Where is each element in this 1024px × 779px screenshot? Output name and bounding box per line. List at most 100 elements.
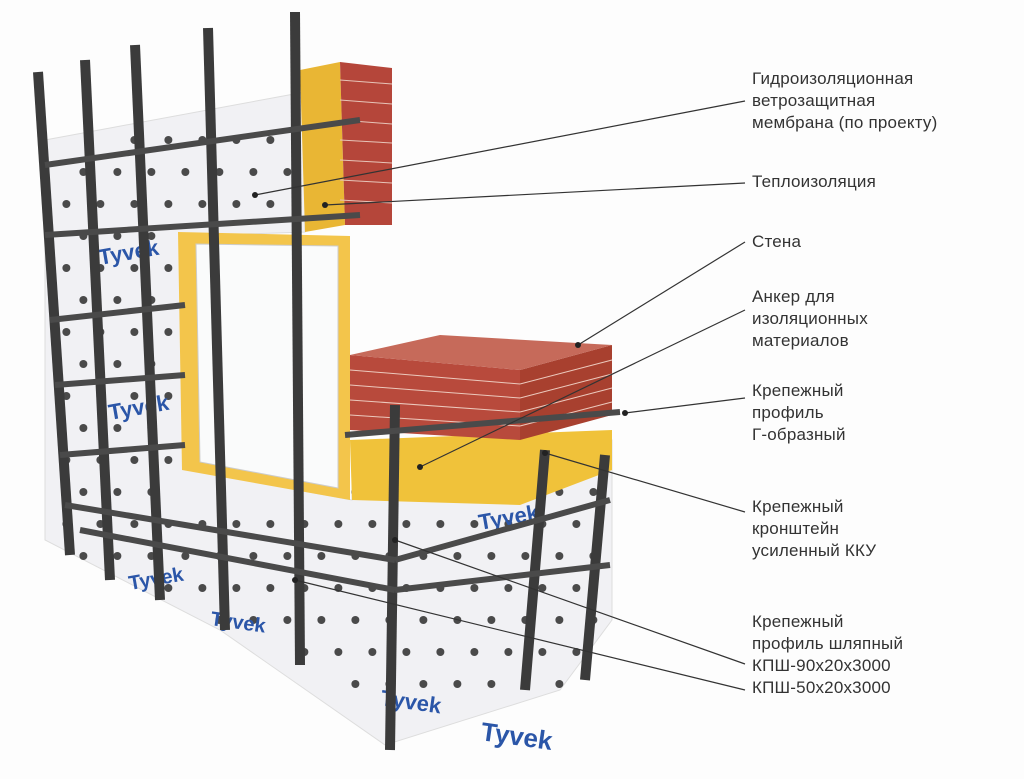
label-line: изоляционных bbox=[752, 309, 868, 328]
fastener-dot bbox=[487, 552, 496, 560]
fastener-dot bbox=[79, 488, 88, 496]
label-line: Крепежный bbox=[752, 612, 844, 631]
label-line: Теплоизоляция bbox=[752, 172, 876, 191]
fastener-dot bbox=[334, 648, 343, 656]
label-line: материалов bbox=[752, 331, 849, 350]
fastener-dot bbox=[130, 456, 139, 464]
fastener-dot bbox=[79, 360, 88, 368]
fastener-dot bbox=[249, 552, 258, 560]
label-line: ветрозащитная bbox=[752, 91, 876, 110]
fastener-dot bbox=[470, 520, 479, 528]
label-line: Гидроизоляционная bbox=[752, 69, 914, 88]
fastener-dot bbox=[538, 648, 547, 656]
label-line: мембрана (по проекту) bbox=[752, 113, 938, 132]
fastener-dot bbox=[436, 520, 445, 528]
fastener-dot bbox=[130, 520, 139, 528]
fastener-dot bbox=[232, 584, 241, 592]
fastener-dot bbox=[504, 648, 513, 656]
label-line: профиль шляпный bbox=[752, 634, 904, 653]
label-insulation: Теплоизоляция bbox=[752, 171, 876, 193]
fastener-dot bbox=[487, 616, 496, 624]
fastener-dot bbox=[538, 584, 547, 592]
fastener-dot bbox=[164, 584, 173, 592]
fastener-dot bbox=[130, 264, 139, 272]
fastener-dot bbox=[79, 424, 88, 432]
fastener-dot bbox=[504, 584, 513, 592]
fastener-dot bbox=[249, 616, 258, 624]
fastener-dot bbox=[79, 296, 88, 304]
fastener-dot bbox=[317, 616, 326, 624]
fastener-dot bbox=[419, 680, 428, 688]
fastener-dot bbox=[351, 616, 360, 624]
fastener-dot bbox=[62, 264, 71, 272]
fastener-dot bbox=[368, 520, 377, 528]
fastener-dot bbox=[164, 328, 173, 336]
svg-text:Tyvek: Tyvek bbox=[479, 716, 555, 756]
label-l-profile: Крепежный профиль Г-образный bbox=[752, 380, 846, 446]
fastener-dot bbox=[113, 488, 122, 496]
fastener-dot bbox=[317, 552, 326, 560]
label-line: Крепежный bbox=[752, 497, 844, 516]
label-line: кронштейн bbox=[752, 519, 840, 538]
label-line: Г-образный bbox=[752, 425, 846, 444]
label-line: усиленный ККУ bbox=[752, 541, 877, 560]
fastener-dot bbox=[266, 520, 275, 528]
fastener-dot bbox=[470, 584, 479, 592]
fastener-dot bbox=[164, 136, 173, 144]
fastener-dot bbox=[453, 552, 462, 560]
label-line: КПШ-90х20х3000 bbox=[752, 656, 891, 675]
fastener-dot bbox=[572, 584, 581, 592]
fastener-dot bbox=[232, 200, 241, 208]
insulation-top bbox=[300, 62, 345, 232]
fastener-dot bbox=[164, 456, 173, 464]
fastener-dot bbox=[419, 616, 428, 624]
fastener-dot bbox=[198, 584, 207, 592]
fastener-dot bbox=[402, 520, 411, 528]
fastener-dot bbox=[334, 520, 343, 528]
fastener-dot bbox=[164, 264, 173, 272]
fastener-dot bbox=[589, 488, 598, 496]
fastener-dot bbox=[113, 296, 122, 304]
fastener-dot bbox=[283, 616, 292, 624]
label-anchor: Анкер для изоляционных материалов bbox=[752, 286, 868, 352]
fastener-dot bbox=[164, 392, 173, 400]
fastener-dot bbox=[215, 168, 224, 176]
fastener-dot bbox=[368, 648, 377, 656]
fastener-dot bbox=[402, 648, 411, 656]
fastener-dot bbox=[79, 552, 88, 560]
fastener-dot bbox=[113, 424, 122, 432]
fastener-dot bbox=[198, 200, 207, 208]
fastener-dot bbox=[436, 648, 445, 656]
label-line: профиль bbox=[752, 403, 824, 422]
label-membrane: Гидроизоляционная ветрозащитная мембрана… bbox=[752, 68, 937, 134]
leader-lines bbox=[254, 100, 746, 691]
label-hat-profile: Крепежный профиль шляпный КПШ-90х20х3000… bbox=[752, 611, 903, 699]
fastener-dot bbox=[181, 552, 190, 560]
fastener-dot bbox=[130, 328, 139, 336]
fastener-dot bbox=[555, 552, 564, 560]
fastener-dot bbox=[232, 520, 241, 528]
label-line: КПШ-50х20х3000 bbox=[752, 678, 891, 697]
fastener-dot bbox=[266, 584, 275, 592]
fastener-dot bbox=[266, 136, 275, 144]
fastener-dot bbox=[164, 200, 173, 208]
fastener-dot bbox=[113, 168, 122, 176]
fastener-dot bbox=[130, 200, 139, 208]
fastener-dot bbox=[351, 680, 360, 688]
fastener-dot bbox=[130, 392, 139, 400]
fastener-dot bbox=[487, 680, 496, 688]
fastener-dot bbox=[147, 232, 156, 240]
label-line: Крепежный bbox=[752, 381, 844, 400]
fastener-dot bbox=[283, 552, 292, 560]
fastener-dot bbox=[555, 616, 564, 624]
fastener-dot bbox=[521, 552, 530, 560]
fastener-dot bbox=[113, 552, 122, 560]
leader-endpoints bbox=[252, 192, 628, 583]
fastener-dot bbox=[96, 200, 105, 208]
fastener-dot bbox=[62, 200, 71, 208]
fastener-dot bbox=[62, 328, 71, 336]
label-wall: Стена bbox=[752, 231, 801, 253]
horizontal-rails bbox=[44, 117, 621, 593]
fastener-dot bbox=[470, 648, 479, 656]
